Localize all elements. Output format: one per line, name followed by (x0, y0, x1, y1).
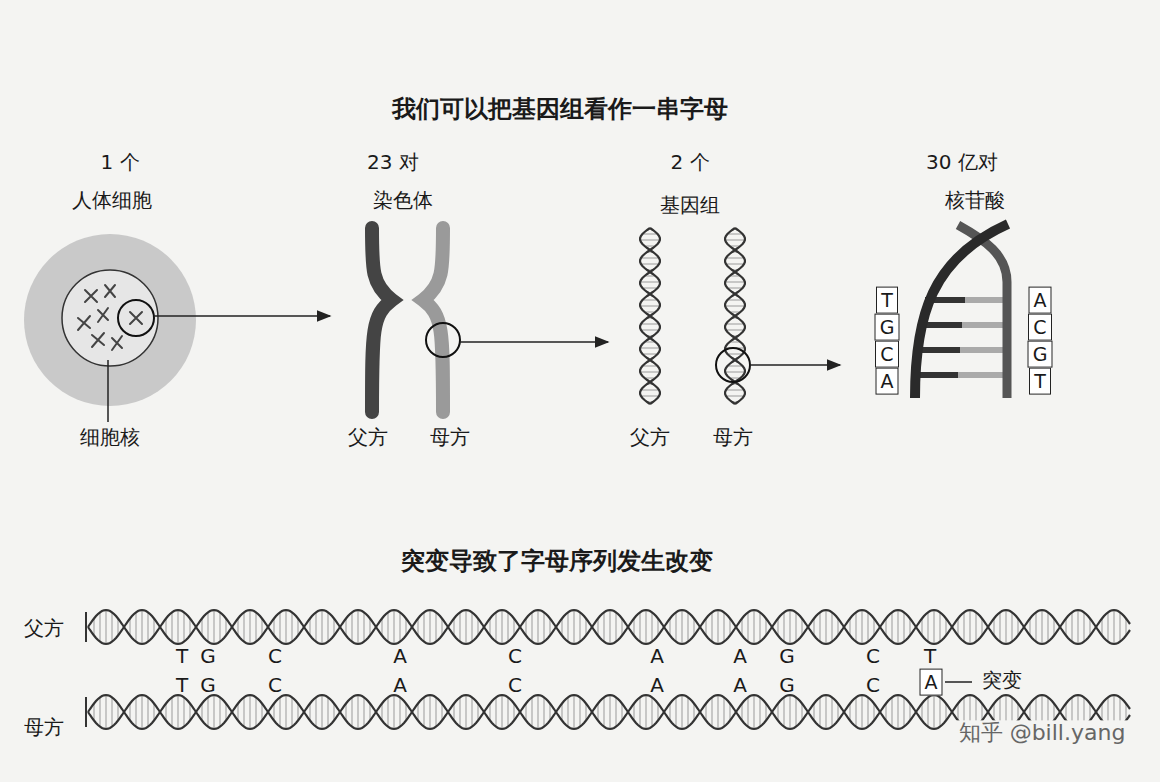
parent-label: 母方 (713, 426, 753, 449)
part-name: 核苷酸 (945, 189, 1005, 212)
leader-line (107, 360, 109, 422)
base-letter: A (650, 645, 664, 668)
rung (918, 372, 958, 378)
section-heading: 突变导致了字母序列发生改变 (401, 548, 713, 576)
letter-box: C (1028, 314, 1052, 341)
base-letter: C (866, 645, 880, 668)
chromosome-x (130, 312, 142, 324)
base-letter: T (176, 674, 188, 697)
count-label: 30 亿对 (926, 151, 998, 174)
letter-box: A (920, 669, 943, 696)
base-letter: C (508, 645, 522, 668)
highlight-circle (716, 348, 750, 382)
count-label: 1 个 (100, 151, 139, 174)
father-chromosome (372, 228, 392, 412)
letter-box: G (875, 314, 900, 341)
box-letter: C (880, 343, 893, 365)
box-letter: A (925, 671, 938, 693)
base-letter: T (924, 645, 936, 668)
helix-end (85, 612, 87, 727)
base-letter: A (393, 674, 407, 697)
rung (920, 347, 960, 353)
letter-box: G (1028, 341, 1053, 368)
chromosome-x (85, 290, 97, 302)
cell (24, 234, 196, 406)
chromosome-x (92, 333, 104, 347)
helix-strand (725, 228, 745, 404)
base-letter: C (508, 674, 522, 697)
letter-box: A (876, 368, 899, 395)
helix-strand (725, 228, 745, 404)
small-chromosomes (78, 285, 142, 350)
count-label: 23 对 (367, 151, 419, 174)
leader-line (945, 681, 972, 683)
helix-strand (88, 610, 1130, 644)
mother-chromosome (423, 228, 443, 412)
arrow (154, 315, 330, 317)
parent-label: 父方 (630, 426, 670, 449)
box-letter: A (881, 370, 894, 392)
helix-strand (640, 228, 660, 404)
chromosome-x (98, 308, 108, 322)
base-letter: C (866, 674, 880, 697)
box-letter: T (881, 289, 893, 311)
base-letter: G (200, 645, 216, 668)
base-letter: C (268, 645, 282, 668)
parent-label: 父方 (348, 426, 388, 449)
rung (958, 372, 1003, 378)
rung (960, 347, 1003, 353)
box-letter: G (1033, 343, 1048, 365)
base-letter: G (779, 645, 795, 668)
dna-strand (915, 224, 1008, 398)
part-name: 染色体 (373, 189, 433, 212)
arrow (460, 341, 608, 343)
box-letter: C (1033, 316, 1046, 338)
rung (965, 297, 1003, 303)
part-name: 人体细胞 (72, 189, 152, 212)
rung (922, 322, 962, 328)
letter-box: A (1029, 287, 1052, 314)
rung (962, 322, 1003, 328)
helix-strand (88, 610, 1130, 644)
parent-label: 母方 (24, 716, 64, 739)
base-letter: A (393, 645, 407, 668)
arrow (750, 364, 840, 366)
part-name: 细胞核 (80, 426, 140, 449)
parent-label: 父方 (24, 617, 64, 640)
helix-group (86, 228, 1130, 729)
title: 我们可以把基因组看作一串字母 (392, 96, 728, 124)
base-letter: C (268, 674, 282, 697)
nucleus (62, 270, 158, 366)
count-label: 2 个 (670, 151, 709, 174)
base-letter: A (650, 674, 664, 697)
box-letter: G (880, 316, 895, 338)
chromosome-x (105, 285, 115, 297)
part-name: 基因组 (660, 194, 720, 217)
letter-box: T (1029, 368, 1051, 395)
letter-box: C (875, 341, 899, 368)
base-letter: A (733, 674, 747, 697)
base-letter: G (779, 674, 795, 697)
watermark: 知乎 @bill.yang (955, 720, 1130, 745)
base-letter: G (200, 674, 216, 697)
mutation-label: 突变 (982, 669, 1022, 692)
chromosome-x (78, 316, 90, 330)
parent-label: 母方 (430, 426, 470, 449)
chromosome-x (112, 336, 122, 350)
letter-box: T (876, 287, 898, 314)
highlight-circle (118, 300, 154, 336)
base-letter: T (176, 645, 188, 668)
box-letter: T (1034, 370, 1046, 392)
helix-strand (640, 228, 660, 404)
highlight-circle (426, 323, 460, 357)
base-letter: A (733, 645, 747, 668)
helix-hatching (94, 610, 1126, 644)
box-letter: A (1034, 289, 1047, 311)
